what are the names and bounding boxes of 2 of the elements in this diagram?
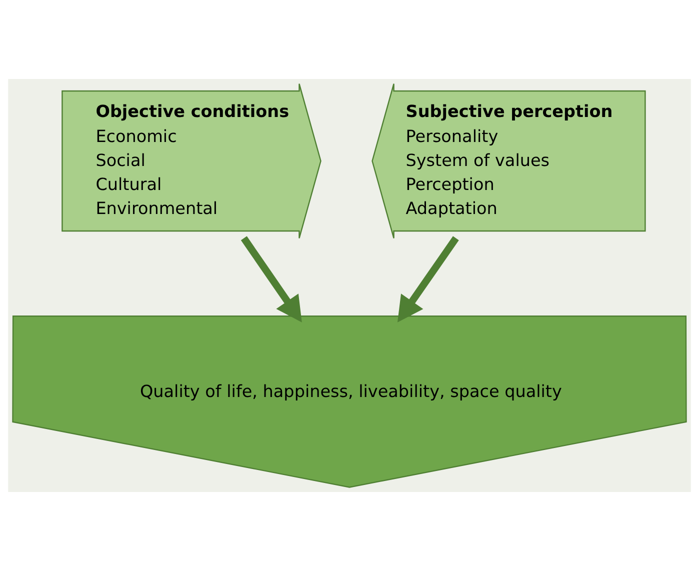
- arrow: [240, 236, 302, 322]
- arrow: [397, 236, 459, 322]
